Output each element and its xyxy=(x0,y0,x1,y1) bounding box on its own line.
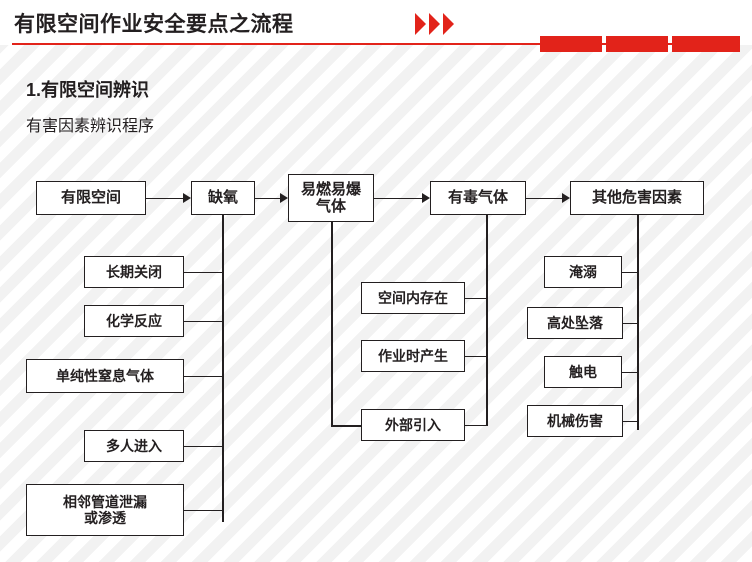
arrow-1 xyxy=(183,193,191,203)
node-confined-space[interactable]: 有限空间 xyxy=(36,181,146,215)
slide-header: 有限空间作业安全要点之流程 xyxy=(0,0,752,52)
node-adjacent-pipe-leak-line2: 或渗透 xyxy=(84,510,126,526)
branch-oxygen-link-4 xyxy=(184,509,223,512)
page-title: 有限空间作业安全要点之流程 xyxy=(14,13,294,36)
section-subtitle: 有害因素辨识程序 xyxy=(26,118,155,135)
branch-flammable-link-2 xyxy=(465,424,487,427)
node-flammable-gas-line1: 易燃易爆 xyxy=(300,180,361,198)
node-multiple-people-entry[interactable]: 多人进入 xyxy=(84,430,184,462)
node-chemical-reaction[interactable]: 化学反应 xyxy=(84,305,184,337)
branch-oxygen-spine xyxy=(222,215,224,522)
branch-oxygen-link-1 xyxy=(184,320,223,323)
arrow-3 xyxy=(422,193,430,203)
connector-2 xyxy=(255,197,281,200)
connector-1 xyxy=(146,197,184,200)
node-simple-asphyxiant-gas[interactable]: 单纯性窒息气体 xyxy=(26,359,184,393)
node-oxygen-deficiency[interactable]: 缺氧 xyxy=(191,181,255,215)
node-long-term-closed[interactable]: 长期关闭 xyxy=(84,256,184,288)
node-external-introduction[interactable]: 外部引入 xyxy=(361,409,465,441)
node-fall-from-height[interactable]: 高处坠落 xyxy=(527,307,623,339)
section-title: 1.有限空间辨识 xyxy=(26,80,150,100)
node-flammable-gas[interactable]: 易燃易爆 气体 xyxy=(288,174,374,222)
branch-other-link-1 xyxy=(623,322,638,325)
branch-flammable-spine-left xyxy=(331,222,333,426)
branch-flammable-link-0 xyxy=(465,297,487,300)
node-electric-shock[interactable]: 触电 xyxy=(544,356,622,388)
node-flammable-gas-line2: 气体 xyxy=(315,198,346,215)
branch-other-link-3 xyxy=(623,420,638,423)
node-adjacent-pipe-leak[interactable]: 相邻管道泄漏 或渗透 xyxy=(26,484,184,536)
branch-flammable-link-1 xyxy=(465,355,487,358)
branch-other-link-0 xyxy=(622,271,638,274)
branch-oxygen-link-0 xyxy=(184,271,223,274)
node-generated-during-work[interactable]: 作业时产生 xyxy=(361,340,465,372)
connector-4 xyxy=(526,197,563,200)
branch-oxygen-link-3 xyxy=(184,445,223,448)
branch-oxygen-link-2 xyxy=(184,375,223,378)
node-adjacent-pipe-leak-line1: 相邻管道泄漏 xyxy=(63,493,147,510)
branch-flammable-bottom-link xyxy=(331,425,361,427)
arrow-2 xyxy=(280,193,288,203)
node-toxic-gas[interactable]: 有毒气体 xyxy=(430,181,526,215)
header-divider xyxy=(12,43,740,45)
node-mechanical-injury[interactable]: 机械伤害 xyxy=(527,405,623,437)
branch-other-link-2 xyxy=(622,371,638,374)
node-other-hazards[interactable]: 其他危害因素 xyxy=(570,181,704,215)
arrow-4 xyxy=(562,193,570,203)
node-drowning[interactable]: 淹溺 xyxy=(544,256,622,288)
node-exists-in-space[interactable]: 空间内存在 xyxy=(361,282,465,314)
connector-3 xyxy=(374,197,423,200)
branch-flammable-spine-right xyxy=(486,215,488,426)
double-chevron-right-icon xyxy=(415,13,471,35)
